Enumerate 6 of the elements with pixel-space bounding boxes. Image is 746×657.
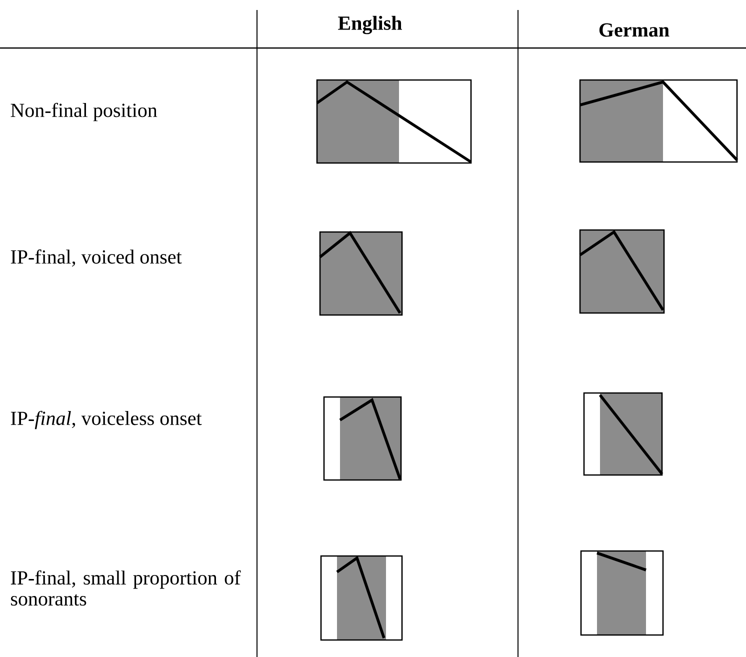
column-header: German	[599, 23, 670, 37]
column-header: English	[338, 16, 402, 34]
row-label: Non-final position	[10, 102, 158, 122]
row-label: IP-final, small proportion of sonorants	[10, 570, 241, 606]
row-label: IP-final, voiced onset	[10, 249, 182, 267]
row-label: IP-final, voiceless onset	[10, 410, 202, 430]
